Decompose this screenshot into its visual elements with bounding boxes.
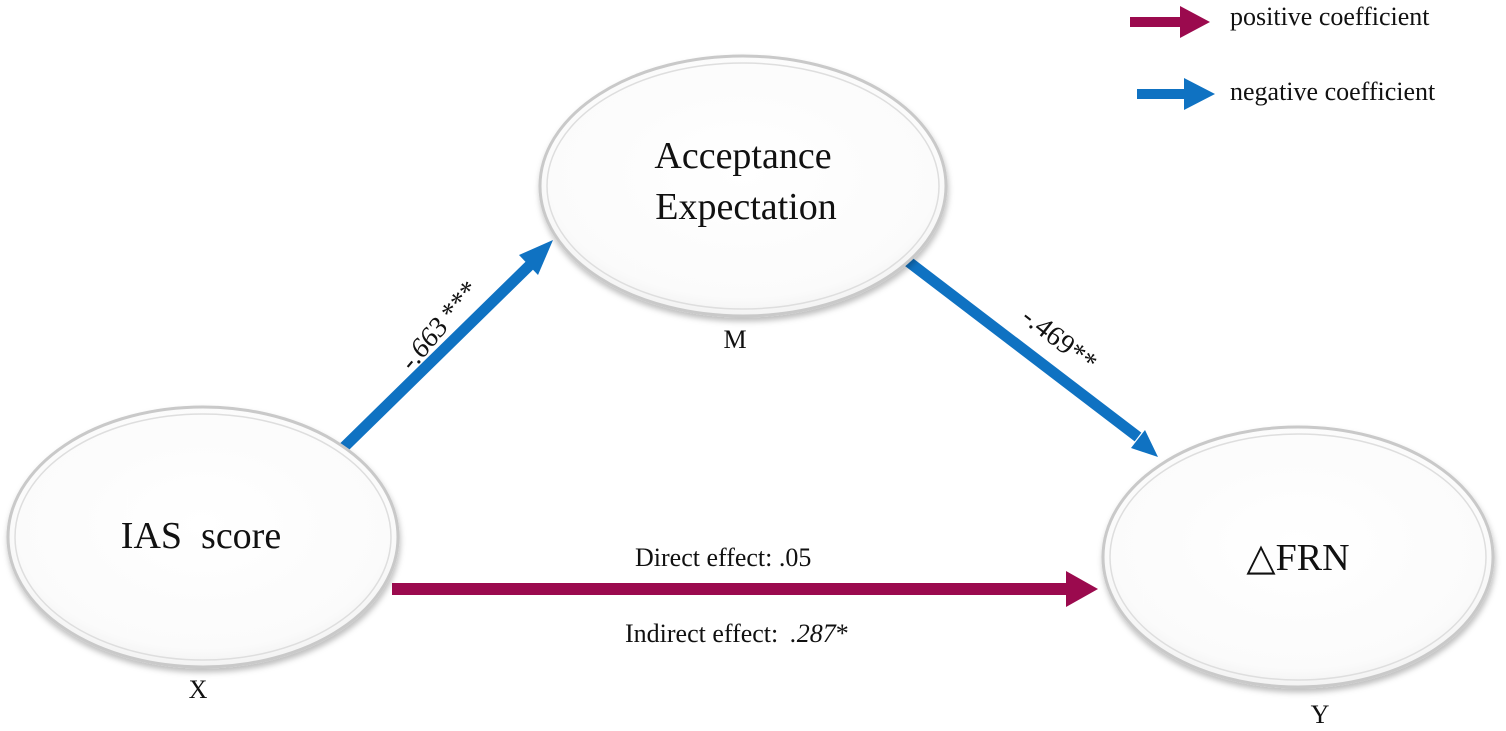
path-b-coefficient: -.469** xyxy=(1016,301,1103,379)
predictor-label: IAS score xyxy=(121,515,281,557)
mediator-label-line1: Acceptance xyxy=(654,135,831,177)
legend-negative-label: negative coefficient xyxy=(1230,77,1436,106)
node-mediator: Acceptance Expectation xyxy=(538,54,948,318)
direct-effect-label: Direct effect: .05 xyxy=(635,543,811,572)
legend-negative-arrow xyxy=(1137,78,1215,110)
indirect-effect-prefix: Indirect effect: xyxy=(625,619,778,648)
indirect-effect-significance: * xyxy=(836,619,849,648)
path-c-arrow xyxy=(392,571,1098,607)
outcome-var-label: Y xyxy=(1311,700,1330,729)
mediator-var-label: M xyxy=(723,325,746,354)
outcome-label: △FRN xyxy=(1246,537,1349,579)
indirect-effect-label: Indirect effect: .287* xyxy=(625,619,849,648)
path-b-arrow xyxy=(893,248,1158,457)
legend-positive-arrow xyxy=(1130,6,1210,38)
mediator-label-line2: Expectation xyxy=(655,186,836,228)
node-predictor: IAS score xyxy=(6,405,400,669)
legend-positive-label: positive coefficient xyxy=(1230,2,1430,31)
node-outcome: △FRN xyxy=(1101,425,1495,689)
path-a-arrow xyxy=(332,240,553,459)
legend: positive coefficient negative coefficien… xyxy=(1130,2,1436,110)
predictor-var-label: X xyxy=(189,675,208,704)
indirect-effect-value: .287 xyxy=(790,619,837,648)
